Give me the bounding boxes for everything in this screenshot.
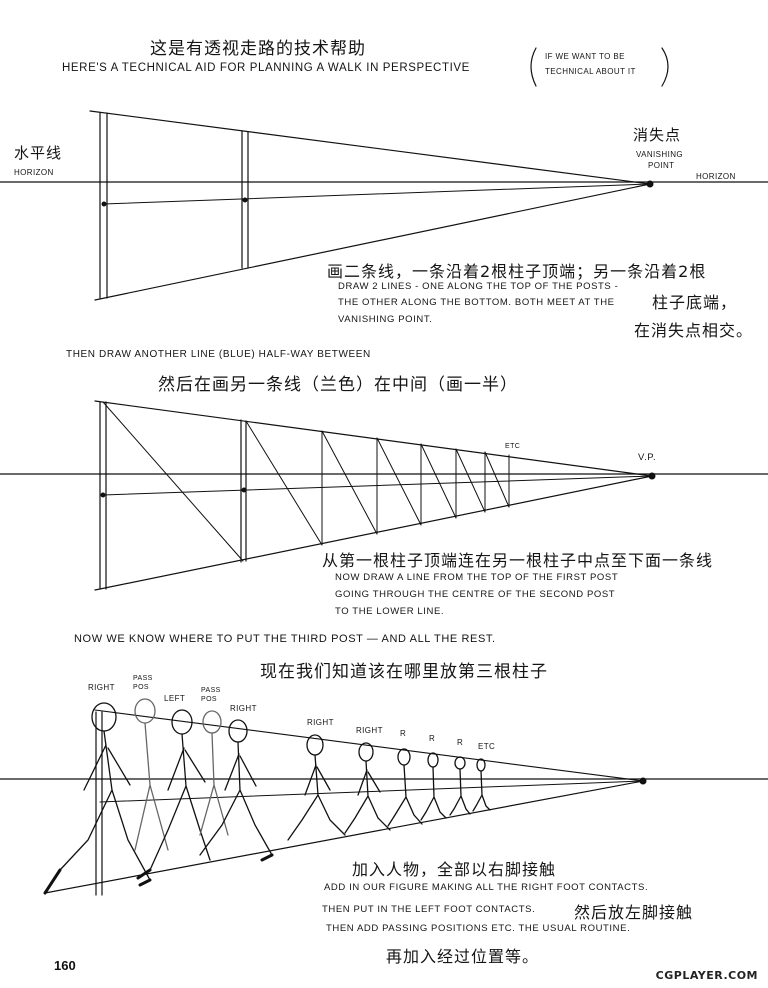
diagram1-note-en-3: VANISHING POINT. xyxy=(338,314,433,325)
pose-label: PASS POS xyxy=(133,675,153,691)
diagram3-note-en-2: THEN PUT IN THE LEFT FOOT CONTACTS. xyxy=(322,904,536,915)
diagram1-note-en-2: THE OTHER ALONG THE BOTTOM. BOTH MEET AT… xyxy=(338,297,615,308)
paren-right xyxy=(661,47,669,87)
pose-label: RIGHT xyxy=(356,726,383,735)
page-number: 160 xyxy=(54,958,76,973)
diagram3-intro-en: NOW WE KNOW WHERE TO PUT THE THIRD POST … xyxy=(74,633,496,645)
vanishing-point-cn: 消失点 xyxy=(633,126,682,144)
diagram2-note-en-1: NOW DRAW A LINE FROM THE TOP OF THE FIRS… xyxy=(335,572,619,583)
title-aside-2: TECHNICAL ABOUT IT xyxy=(545,67,636,76)
horizon-label-left: HORIZON xyxy=(14,168,54,177)
pose-label: R xyxy=(457,738,464,747)
watermark: CGPLAYER.COM xyxy=(655,969,758,982)
pose-label: RIGHT xyxy=(230,704,257,713)
diagram1-note-en-1: DRAW 2 LINES - ONE ALONG THE TOP OF THE … xyxy=(338,281,619,292)
diagram2-intro-en: THEN DRAW ANOTHER LINE (BLUE) HALF-WAY B… xyxy=(66,349,371,360)
diagram-2-lines xyxy=(0,400,768,591)
vanishing-point-label-1: VANISHING xyxy=(636,150,684,159)
pose-label: RIGHT xyxy=(88,683,115,692)
title-aside-1: IF WE WANT TO BE xyxy=(545,52,625,61)
diagram3-note-en-3: THEN ADD PASSING POSITIONS ETC. THE USUA… xyxy=(326,923,631,934)
diagram1-note-cn-2: 柱子底端， xyxy=(652,293,738,312)
title-english: HERE'S A TECHNICAL AID FOR PLANNING A WA… xyxy=(62,62,470,74)
pose-label: R xyxy=(400,729,407,738)
diagram3-note-cn-3: 再加入经过位置等。 xyxy=(386,947,540,966)
pose-label: PASS POS xyxy=(201,687,221,703)
diagram3-intro-cn: 现在我们知道该在哪里放第三根柱子 xyxy=(260,662,548,682)
diagram1-note-cn: 画二条线，一条沿着2根柱子顶端；另一条沿着2根 xyxy=(327,262,707,281)
diagram3-note-cn-2: 然后放左脚接触 xyxy=(574,903,694,922)
diagram2-note-en-3: TO THE LOWER LINE. xyxy=(335,606,445,617)
pose-label: R xyxy=(429,734,436,743)
diagram2-note-en-2: GOING THROUGH THE CENTRE OF THE SECOND P… xyxy=(335,589,616,600)
pose-label: ETC xyxy=(478,742,496,751)
pose-label: LEFT xyxy=(164,694,186,703)
diagram3-note-en-1: ADD IN OUR FIGURE MAKING ALL THE RIGHT F… xyxy=(324,882,649,893)
pose-label: RIGHT xyxy=(307,718,334,727)
diagram2-note-cn: 从第一根柱子顶端连在另一根柱子中点至下面一条线 xyxy=(322,551,714,570)
horizon-label-right: HORIZON xyxy=(696,172,736,181)
vanishing-point-label-2: POINT xyxy=(648,161,675,170)
title-chinese: 这是有透视走路的技术帮助 xyxy=(150,39,366,59)
diagram2-vp: V.P. xyxy=(638,452,657,463)
walking-figures xyxy=(43,698,491,895)
horizon-label-cn: 水平线 xyxy=(14,144,63,162)
diagram3-note-cn-1: 加入人物，全部以右脚接触 xyxy=(352,860,557,879)
diagram-1-lines xyxy=(0,110,768,301)
diagram2-etc: ETC xyxy=(505,443,521,450)
paren-left xyxy=(530,47,537,87)
diagram2-intro-cn: 然后在画另一条线（兰色）在中间（画一半） xyxy=(158,375,518,395)
diagram1-note-cn-3: 在消失点相交。 xyxy=(634,321,754,340)
